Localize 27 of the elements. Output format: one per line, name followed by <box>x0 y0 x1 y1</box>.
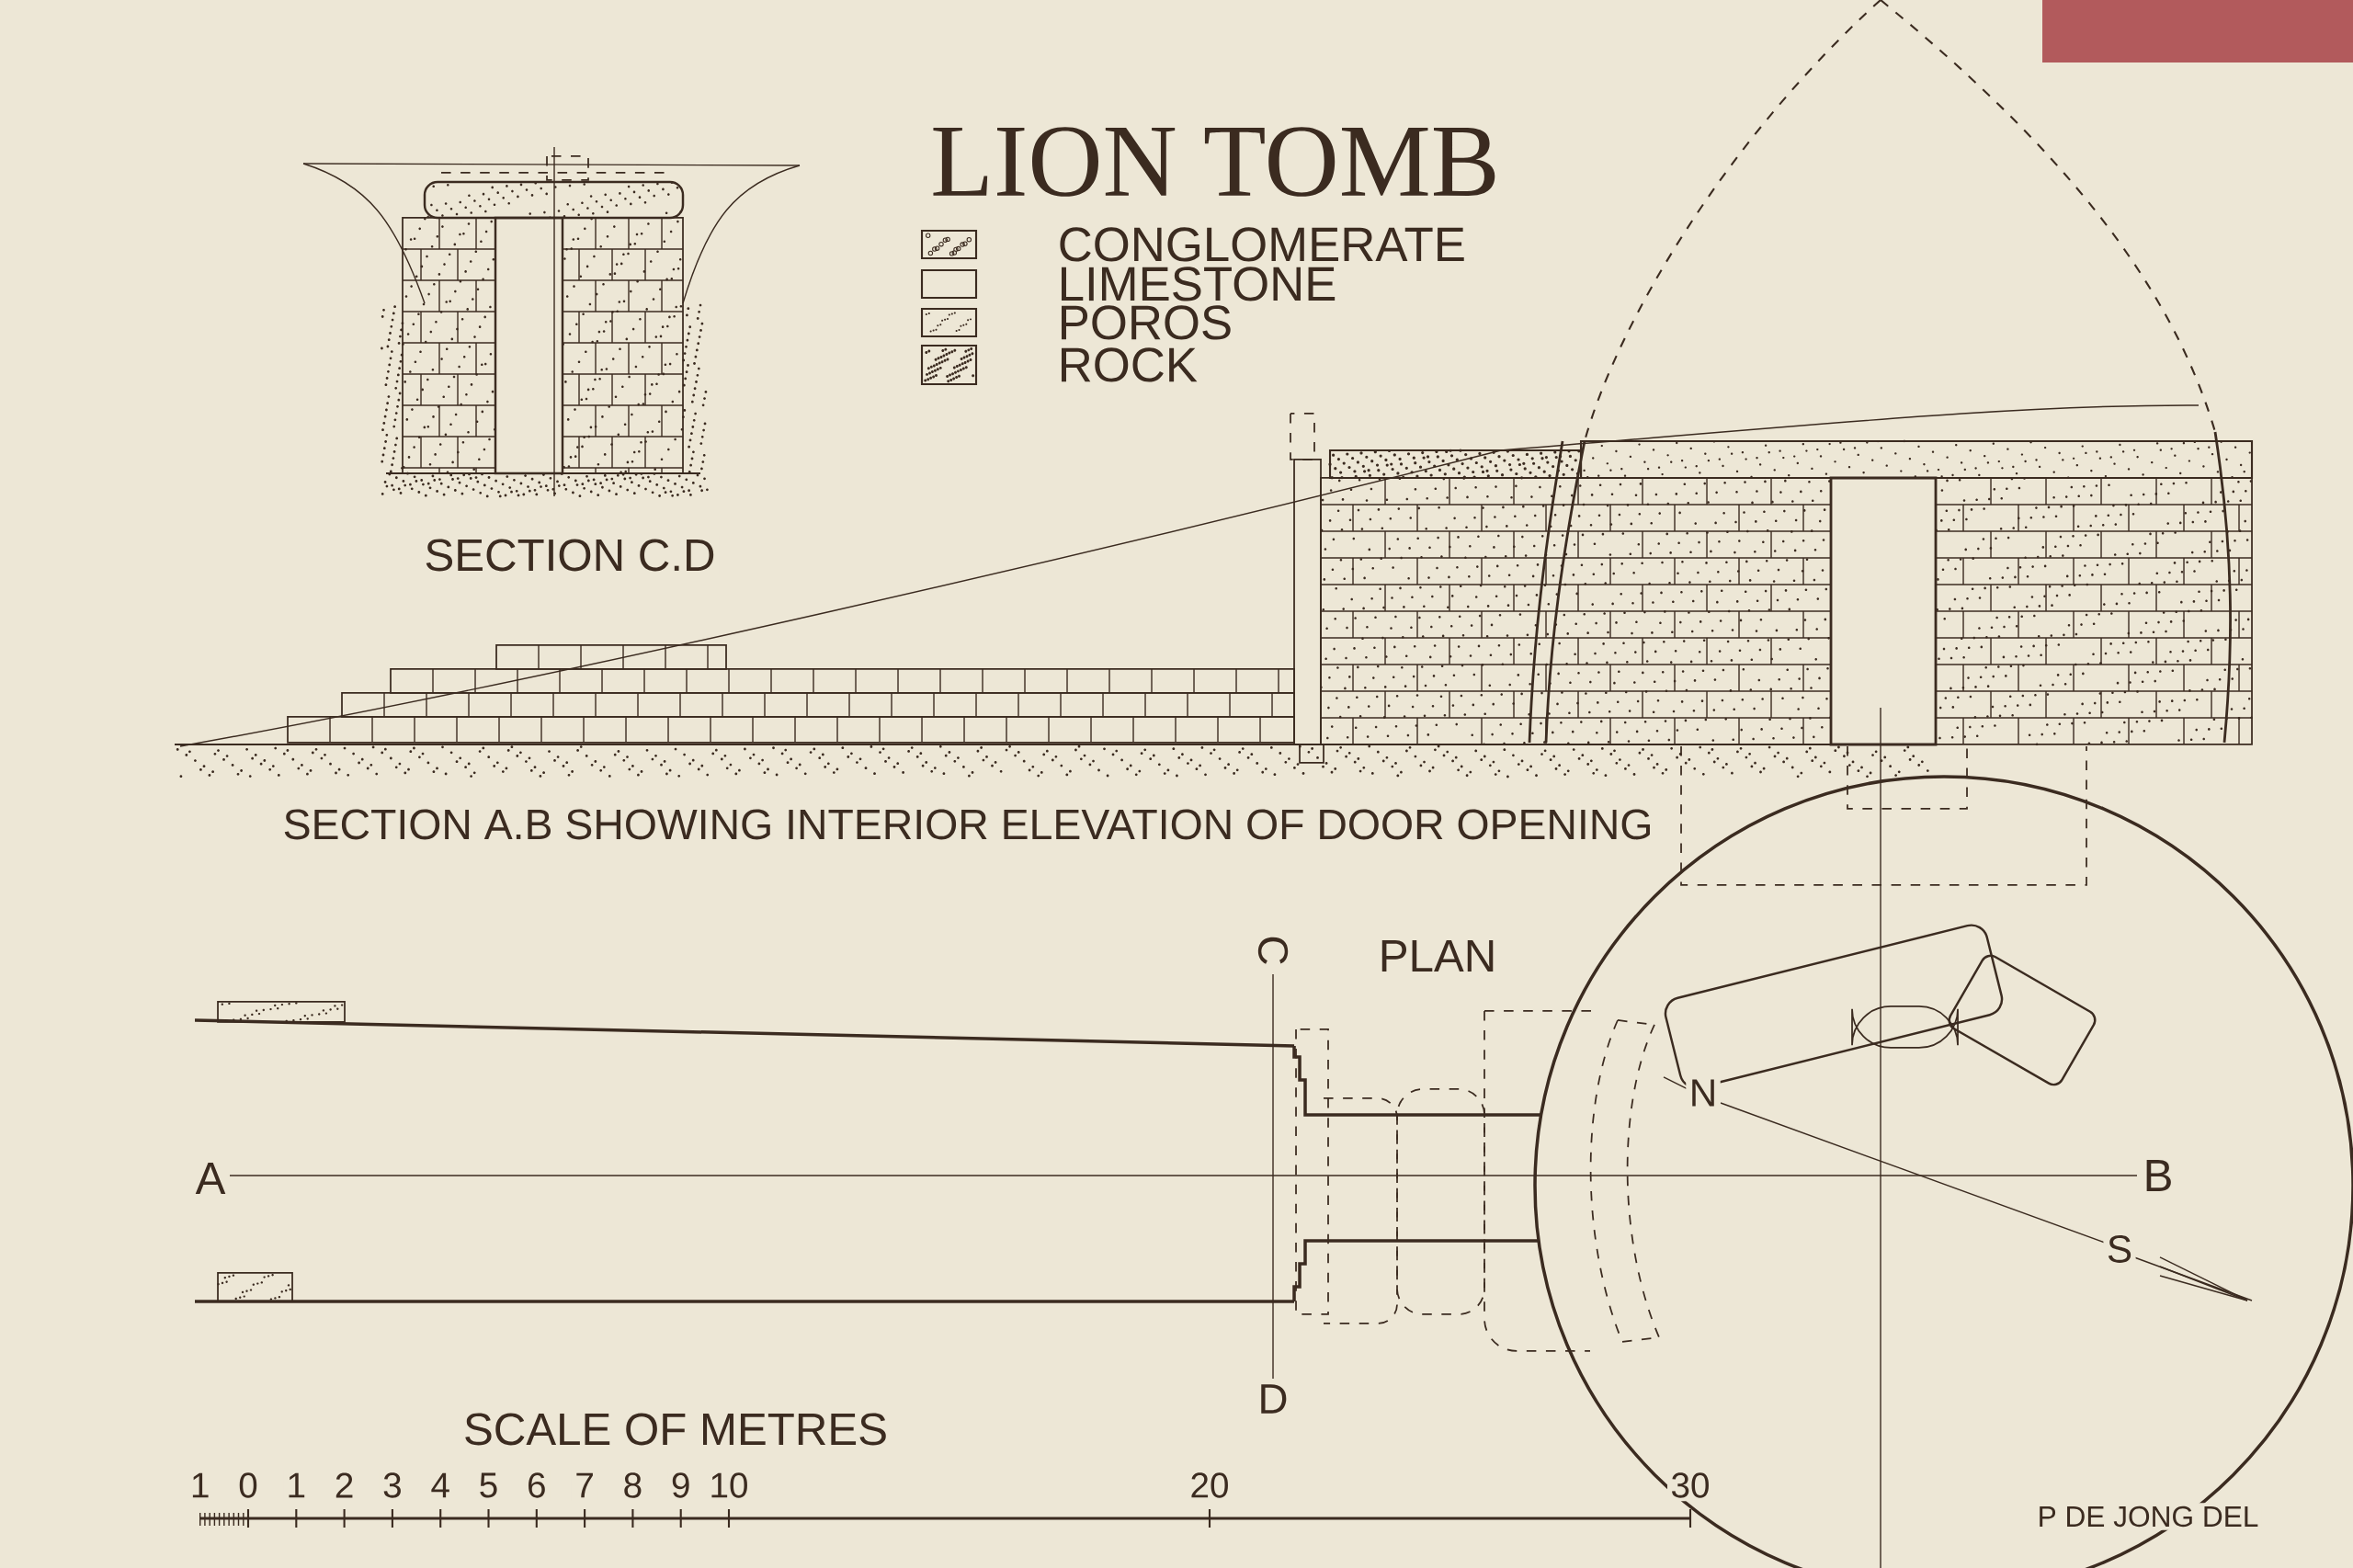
legend-text: CONGLOMERATE <box>1060 227 1464 262</box>
title: LION TOMB <box>933 127 1495 197</box>
section-letter: B <box>2140 1156 2177 1195</box>
scale-number: 1 <box>283 1470 310 1501</box>
legend-text: ROCK <box>1062 347 1198 382</box>
scale-number: 8 <box>620 1469 646 1502</box>
scale-number: 30 <box>1667 1469 1714 1502</box>
section-letter: C <box>1255 931 1291 969</box>
section-letter: A <box>192 1159 229 1198</box>
compass-letter: S <box>2103 1232 2136 1267</box>
section-letter: D <box>1255 1381 1292 1417</box>
section-title: SECTION A.B SHOWING INTERIOR ELEVATION OF DOOR OPENING <box>279 806 1656 843</box>
scale-number: 1 <box>187 1470 213 1501</box>
legend-text: POROS <box>1062 305 1231 340</box>
plan-title: PLAN <box>1375 937 1500 975</box>
scale-number: 20 <box>1187 1469 1233 1502</box>
legend-text: LIMESTONE <box>1062 267 1336 301</box>
scale-title: SCALE OF METRES <box>460 1410 892 1449</box>
section-title: SECTION C.D <box>420 536 720 574</box>
scale-number: 4 <box>426 1470 454 1501</box>
scale-number: 10 <box>706 1469 753 1502</box>
compass-letter: N <box>1686 1075 1721 1109</box>
scale-number: 9 <box>667 1469 694 1502</box>
scale-number: 7 <box>571 1470 598 1501</box>
scale-number: 5 <box>475 1470 502 1501</box>
signature: P DE JONG DEL <box>2034 1503 2262 1530</box>
scale-number: 2 <box>331 1469 358 1501</box>
